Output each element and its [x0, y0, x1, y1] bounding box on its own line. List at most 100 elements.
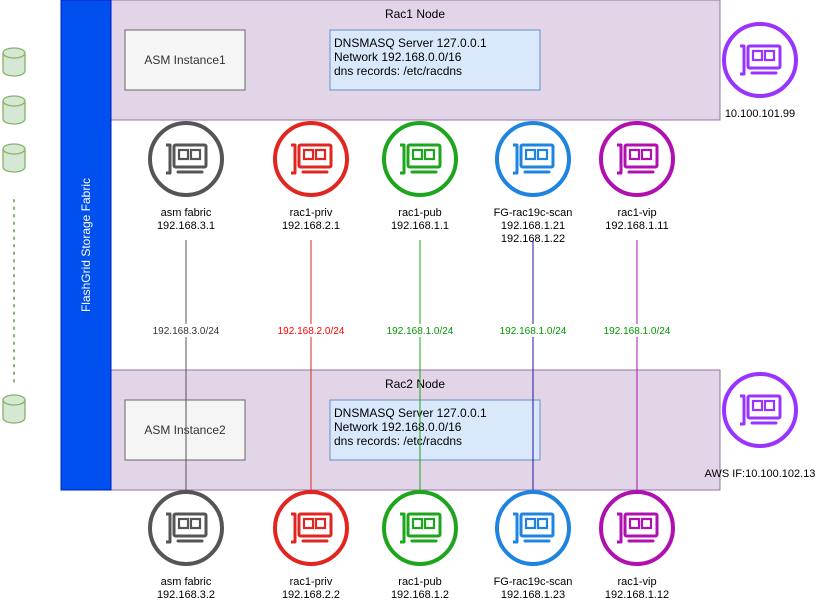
nic-chip-left [524, 517, 537, 530]
nic-chip-right [423, 148, 436, 161]
nic-icon [495, 121, 571, 197]
nic-chip-left [177, 148, 190, 161]
disk-top [2, 47, 26, 59]
dns-server-line: Network 192.168.0.0/16 [334, 50, 462, 64]
nic-name: rac1-priv [290, 207, 333, 219]
nic-bracket [617, 512, 623, 544]
nic-icon [148, 121, 224, 197]
nic-card [406, 512, 442, 538]
nic-chip-right [314, 148, 327, 161]
nic-icon [273, 121, 349, 197]
nic-name: FG-rac19c-scan [494, 576, 573, 588]
nic-bracket [513, 512, 519, 544]
nic-icon [382, 490, 458, 566]
nic-card [172, 143, 208, 169]
nic-chip-right [189, 148, 202, 161]
nic-ip: 192.168.1.22 [501, 233, 565, 245]
nic-name: asm fabric [161, 576, 212, 588]
nic-chip-right [640, 517, 653, 530]
asm-instance-box [124, 399, 246, 461]
nic-icon [599, 121, 675, 197]
dns-server-line: DNSMASQ Server 127.0.0.1 [334, 36, 487, 50]
nic-chip-left [177, 517, 190, 530]
disk-icon [2, 47, 26, 77]
disk-top [2, 394, 26, 406]
dns-server-line: Network 192.168.0.0/16 [334, 420, 462, 434]
nic-ip: 192.168.1.11 [605, 220, 668, 232]
nic-card [519, 512, 555, 538]
nic-ip: 192.168.1.21 [501, 220, 565, 232]
disk-icon [2, 394, 26, 424]
nic-chip-left [411, 148, 424, 161]
nic-chip-left [628, 517, 641, 530]
network-label-bg [268, 324, 354, 337]
nic-chip-right [763, 399, 776, 412]
network-label: 192.168.1.0/24 [604, 326, 671, 337]
nic-chip-right [314, 517, 327, 530]
nic-bracket [513, 143, 519, 175]
network-label: 192.168.3.0/24 [153, 326, 220, 337]
nic-bracket [166, 143, 172, 175]
nic-card [623, 512, 659, 538]
nic-card [297, 143, 333, 169]
storage-fabric: FlashGrid Storage Fabric [60, 0, 112, 491]
node-title: Rac1 Node [385, 7, 445, 21]
nic-ip: 192.168.3.1 [157, 220, 215, 232]
external-ip: 10.100.101.99 [725, 108, 795, 120]
nic-icons [148, 22, 798, 566]
storage-disks [2, 47, 26, 424]
nic-card [623, 143, 659, 169]
nic-chip-right [763, 49, 776, 62]
nic-card [172, 512, 208, 538]
external-ip: AWS IF:10.100.102.13 [705, 468, 816, 480]
nic-icon [722, 372, 798, 448]
nic-icon [599, 490, 675, 566]
nic-ip: 192.168.3.2 [157, 589, 215, 601]
network-label: 192.168.1.0/24 [387, 326, 454, 337]
nic-name: rac1-priv [290, 576, 333, 588]
nic-name: rac1-pub [398, 207, 441, 219]
dns-server-line: dns records: /etc/racdns [334, 434, 462, 448]
nic-name: rac1-pub [398, 576, 441, 588]
network-label-bg [594, 324, 680, 337]
nic-chip-left [302, 148, 315, 161]
nic-icon [273, 490, 349, 566]
nic-chip-right [536, 517, 549, 530]
nic-ip: 192.168.2.1 [282, 220, 340, 232]
nic-card [297, 512, 333, 538]
network-links: 192.168.3.0/24 192.168.2.0/24 192.168.1.0/… [143, 240, 680, 495]
nic-chip-right [189, 517, 202, 530]
disk-body [2, 400, 26, 424]
nic-chip-left [302, 517, 315, 530]
disk-icon [2, 143, 26, 173]
dns-server-box [329, 399, 541, 461]
nic-ip: 192.168.1.1 [391, 220, 449, 232]
nic-name: FG-rac19c-scan [494, 207, 573, 219]
nic-icon [148, 490, 224, 566]
dns-server-box [329, 29, 541, 91]
nic-card [746, 44, 782, 70]
nic-chip-left [628, 148, 641, 161]
nic-chip-right [423, 517, 436, 530]
nic-ip: 192.168.1.12 [605, 589, 669, 601]
nic-ip: 192.168.1.23 [501, 589, 565, 601]
nic-name: asm fabric [161, 207, 212, 219]
asm-instance-box [124, 29, 246, 91]
disk-body [2, 101, 26, 125]
network-label: 192.168.2.0/24 [278, 326, 345, 337]
nic-ip: 192.168.1.2 [391, 589, 449, 601]
nic-name: rac1-vip [617, 207, 656, 219]
nic-labels: asm fabric192.168.3.1rac1-priv192.168.2.… [157, 108, 816, 601]
nic-chip-right [536, 148, 549, 161]
nic-card [519, 143, 555, 169]
nic-chip-right [640, 148, 653, 161]
nic-chip-left [751, 399, 764, 412]
nic-bracket [400, 143, 406, 175]
nic-icon [722, 22, 798, 98]
nic-bracket [617, 143, 623, 175]
node-title: Rac2 Node [385, 377, 445, 391]
network-label-bg [490, 324, 576, 337]
